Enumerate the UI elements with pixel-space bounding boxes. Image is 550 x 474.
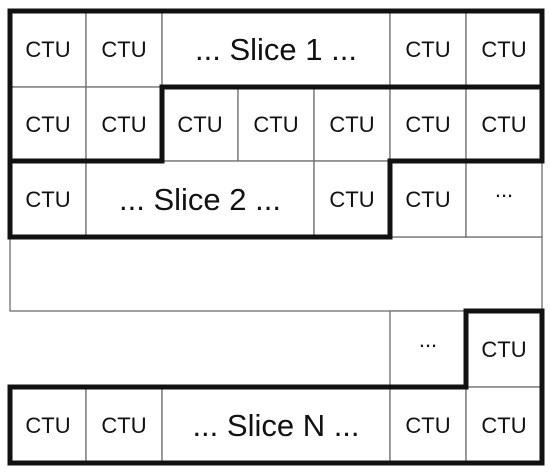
slice-n-label: ... Slice N ...	[192, 408, 359, 443]
slice-outlines	[7, 8, 545, 466]
cell-r2-c7: CTU	[465, 86, 543, 162]
ctu-label: CTU	[481, 112, 526, 137]
cell-border	[85, 86, 163, 162]
cell-border	[389, 160, 467, 238]
slice-2-outline	[7, 84, 545, 240]
ctu-label: CTU	[405, 37, 450, 62]
ctu-label: CTU	[101, 112, 146, 137]
cell-border	[389, 310, 467, 388]
ctu-label: CTU	[329, 187, 374, 212]
ctu-label: CTU	[481, 37, 526, 62]
cell-r3-c6: CTU	[389, 160, 467, 238]
cell-border	[465, 86, 543, 162]
ctu-label: CTU	[405, 187, 450, 212]
cell-r5-c7: CTU	[465, 310, 543, 388]
slice-2-label: ... Slice 2 ...	[119, 182, 281, 217]
cell-r5-c6: ...	[389, 310, 467, 388]
cell-r1-c6: CTU	[389, 10, 467, 88]
cell-border	[389, 10, 467, 88]
cell-r2-c5: CTU	[313, 86, 391, 162]
ctu-label: CTU	[329, 112, 374, 137]
ctu-label: CTU	[101, 37, 146, 62]
slice-1-label: ... Slice 1 ...	[195, 32, 357, 67]
cell-r6-c2: CTU	[85, 386, 163, 464]
cell-border	[85, 386, 163, 464]
cell-r2-c3: CTU	[161, 86, 239, 162]
cell-r2-c6: CTU	[389, 86, 467, 162]
cell-r6-c6: CTU	[389, 386, 467, 464]
cell-r6-c3: ... Slice N ...	[161, 386, 391, 464]
cell-border	[161, 10, 391, 88]
ctu-label: CTU	[177, 112, 222, 137]
cell-r2-c2: CTU	[85, 86, 163, 162]
ctu-label: CTU	[25, 187, 70, 212]
cell-r2-c1: CTU	[9, 86, 87, 162]
ctu-label: CTU	[25, 37, 70, 62]
slice-n-outline	[7, 308, 545, 466]
ctu-label: CTU	[481, 413, 526, 438]
cell-r3-c1: CTU	[9, 160, 87, 238]
ctu-label: CTU	[25, 112, 70, 137]
cell-r1-c2: CTU	[85, 10, 163, 88]
cell-r3-c7: ...	[465, 160, 543, 238]
ellipsis-label: ...	[495, 177, 513, 202]
cell-r1-c1: CTU	[9, 10, 87, 88]
empty-row-frame	[9, 236, 543, 312]
cells-layer: CTU CTU ... Slice 1 ... CTU CTU CTU CTU CTU CTU C…	[9, 10, 543, 464]
cell-r2-c4: CTU	[237, 86, 315, 162]
ctu-label: CTU	[481, 337, 526, 362]
cell-border	[465, 10, 543, 88]
cell-border	[389, 386, 467, 464]
cell-border	[389, 86, 467, 162]
ctu-label: CTU	[101, 413, 146, 438]
cell-r3-c5: CTU	[313, 160, 391, 238]
ctu-label: CTU	[25, 413, 70, 438]
cell-border	[313, 160, 391, 238]
ctu-label: CTU	[405, 112, 450, 137]
ellipsis-label: ...	[419, 327, 437, 352]
ctu-label: CTU	[253, 112, 298, 137]
cell-border	[9, 86, 87, 162]
cell-r3-c2: ... Slice 2 ...	[85, 160, 315, 238]
cell-r6-c1: CTU	[9, 386, 87, 464]
cell-r1-c3: ... Slice 1 ...	[161, 10, 391, 88]
cell-r6-c7: CTU	[465, 386, 543, 464]
cell-r1-c7: CTU	[465, 10, 543, 88]
cell-border	[85, 160, 315, 238]
ctu-label: CTU	[405, 413, 450, 438]
